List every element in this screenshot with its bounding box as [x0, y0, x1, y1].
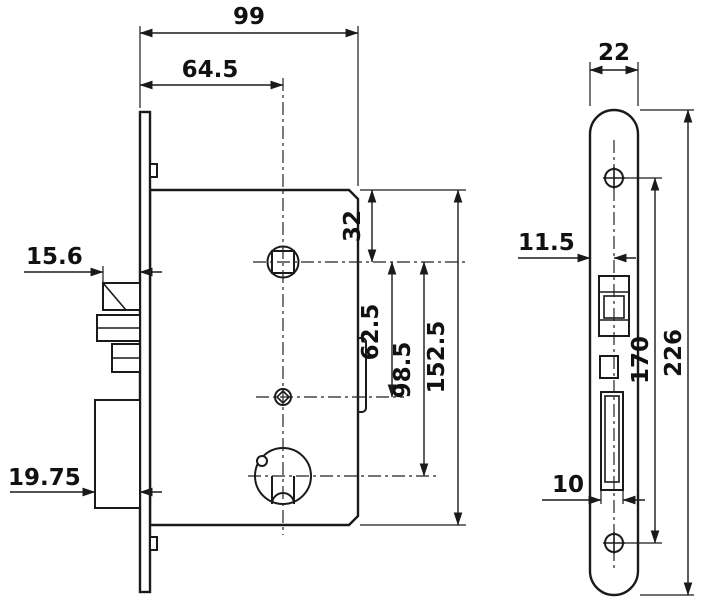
dim-edge-to-center: 11.5 — [518, 230, 575, 256]
deadbolt — [94, 399, 141, 509]
dimension-labels: 99 64.5 15.6 19.75 32 62.5 98.5 152.5 22… — [8, 4, 687, 498]
dim-spindle-to-cylinder: 98.5 — [390, 342, 416, 399]
extension-lines — [102, 26, 694, 596]
dim-spindle-to-follower: 62.5 — [358, 304, 384, 361]
latch-bolt — [96, 282, 141, 373]
dim-backset: 64.5 — [182, 57, 239, 83]
faceplate-front-view — [588, 108, 640, 597]
dim-screw-spacing: 170 — [628, 336, 654, 384]
deadbolt-cutout — [600, 391, 624, 491]
aux-cutout — [599, 355, 619, 379]
dim-body-height: 152.5 — [424, 321, 450, 394]
faceplate-edge — [138, 110, 152, 594]
dim-bolt-cutout-width: 10 — [552, 472, 584, 498]
dim-plate-length: 226 — [661, 329, 687, 377]
screw-tab-bottom — [149, 536, 158, 551]
dim-deadbolt-projection: 19.75 — [8, 465, 81, 491]
lock-body-side-view — [94, 110, 367, 594]
dim-plate-width: 22 — [598, 40, 630, 66]
dim-total-width: 99 — [233, 4, 265, 30]
dimension-lines — [10, 28, 693, 596]
dim-top-to-spindle: 32 — [340, 210, 366, 242]
centerlines — [248, 78, 615, 572]
dim-latch-projection: 15.6 — [26, 244, 83, 270]
lock-case-outline — [148, 188, 360, 527]
screw-tab-top — [149, 163, 158, 178]
